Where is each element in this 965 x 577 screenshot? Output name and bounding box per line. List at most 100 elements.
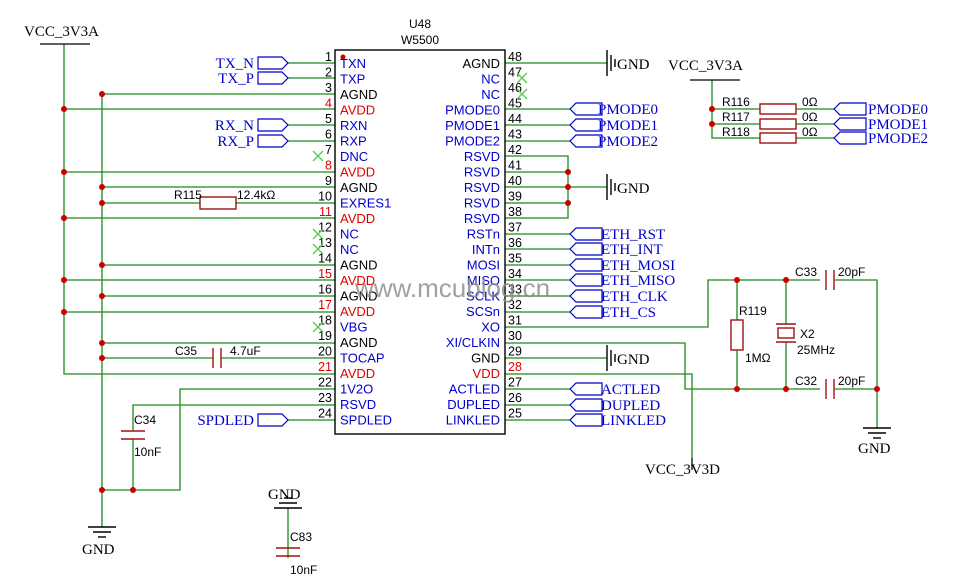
x2-value: 25MHz [797, 343, 835, 357]
pin-10-name: EXRES1 [340, 196, 391, 211]
vcc-3v3a-left-label: VCC_3V3A [24, 24, 99, 40]
pin-27-name: ACTLED [449, 382, 500, 397]
pin-48-number: 48 [508, 50, 522, 64]
port-label-eth_miso-6: ETH_MISO [601, 273, 675, 289]
pin-28-number: 28 [508, 360, 522, 374]
port-spdled [257, 413, 289, 427]
pin-32-name: SCSn [466, 304, 500, 319]
pin-5-number: 5 [325, 112, 332, 126]
c35-ref: C35 [175, 344, 197, 358]
pin-34-number: 34 [508, 267, 522, 281]
r119-resistor [730, 319, 744, 351]
pin-46-name: NC [481, 87, 500, 102]
gnd-label-pin40: GND [617, 181, 650, 197]
pin-19-name: AGND [340, 335, 378, 350]
no-connect-mark [312, 321, 324, 333]
port-pmode2 [569, 134, 603, 148]
gnd-label-crystal: GND [858, 441, 891, 457]
junction-dot [61, 215, 67, 221]
junction-dot [99, 200, 105, 206]
c35-value: 4.7uF [230, 344, 261, 358]
pin-9-name: AGND [340, 180, 378, 195]
pin-30-number: 30 [508, 329, 522, 343]
junction-dot [61, 309, 67, 315]
x2-crystal [776, 323, 796, 343]
pin-38-number: 38 [508, 205, 522, 219]
junction-dots [61, 91, 880, 493]
r115-resistor [199, 196, 237, 210]
port-label-r-pmode0: PMODE0 [868, 102, 928, 118]
pin-26-name: DUPLED [447, 397, 500, 412]
no-connect-mark [516, 88, 528, 100]
pin-25-number: 25 [508, 407, 522, 421]
pin-22-number: 22 [318, 376, 332, 390]
pin-16-number: 16 [318, 283, 332, 297]
pin-1-name: TXN [340, 56, 366, 71]
pin-33-name: SCLK [466, 289, 500, 304]
no-connect-mark [516, 72, 528, 84]
pin-34-name: MISO [467, 273, 500, 288]
vcc-3v3a-right-label: VCC_3V3A [668, 58, 743, 74]
pin-42-number: 42 [508, 143, 522, 157]
c32-capacitor [825, 379, 835, 399]
port-actled [569, 382, 603, 396]
pin-20-name: TOCAP [340, 351, 385, 366]
junction-dot [99, 184, 105, 190]
junction-dot [565, 169, 571, 175]
gnd-label-pin29: GND [617, 352, 650, 368]
pin1-dot [340, 54, 346, 60]
pin-15-number: 15 [318, 267, 332, 281]
junction-dot [709, 106, 715, 112]
r118-ref: R118 [722, 125, 750, 139]
pin-16-name: AGND [340, 289, 378, 304]
pin-14-name: AGND [340, 258, 378, 273]
pin-22-name: 1V2O [340, 382, 373, 397]
port-label-actled-9: ACTLED [601, 382, 660, 398]
port-label-dupled-10: DUPLED [601, 398, 660, 414]
pin-4-number: 4 [325, 97, 332, 111]
pin-2-name: TXP [340, 72, 365, 87]
junction-dot [783, 277, 789, 283]
pin-44-number: 44 [508, 112, 522, 126]
port-label-pmode1-1: PMODE1 [598, 118, 658, 134]
pin-39-number: 39 [508, 190, 522, 204]
junction-dot [709, 121, 715, 127]
r118-resistor [759, 132, 797, 144]
port-r-pmode1 [833, 117, 867, 131]
r117-value: 0Ω [802, 110, 818, 124]
port-r-pmode2 [833, 131, 867, 145]
port-label-eth_mosi-5: ETH_MOSI [601, 258, 675, 274]
port-label-rx_p: RX_P [217, 134, 254, 150]
pin-20-number: 20 [318, 345, 332, 359]
pin-28-name: VDD [473, 366, 500, 381]
r116-resistor [759, 103, 797, 115]
junction-dot [99, 487, 105, 493]
c33-value: 20pF [838, 265, 865, 279]
pin-18-name: VBG [340, 320, 367, 335]
c34-capacitor [121, 430, 145, 440]
nc-marks [312, 72, 528, 333]
pin-7-number: 7 [325, 143, 332, 157]
junction-dot [734, 386, 740, 392]
pin-5-name: RXN [340, 118, 367, 133]
pin-8-number: 8 [325, 159, 332, 173]
pin-35-name: MOSI [467, 258, 500, 273]
wires [63, 44, 878, 558]
pin-26-number: 26 [508, 391, 522, 405]
pin-13-name: NC [340, 242, 359, 257]
chip-body [334, 49, 506, 435]
pin-41-number: 41 [508, 159, 522, 173]
pin-6-name: RXP [340, 134, 367, 149]
junction-dot [99, 91, 105, 97]
port-label-tx_p: TX_P [218, 71, 254, 87]
pin-44-name: PMODE1 [445, 118, 500, 133]
power-labels: VCC_3V3A VCC_3V3A VCC_3V3D GND GND GND G… [24, 24, 891, 558]
c33-ref: C33 [795, 265, 817, 279]
pin-47-name: NC [481, 72, 500, 87]
pin-17-number: 17 [318, 298, 332, 312]
junction-dot [61, 106, 67, 112]
port-label-eth_cs-8: ETH_CS [601, 305, 656, 321]
pin-7-name: DNC [340, 149, 368, 164]
r115-value: 12.4kΩ [237, 188, 275, 202]
pin-25-name: LINKLED [446, 413, 500, 428]
